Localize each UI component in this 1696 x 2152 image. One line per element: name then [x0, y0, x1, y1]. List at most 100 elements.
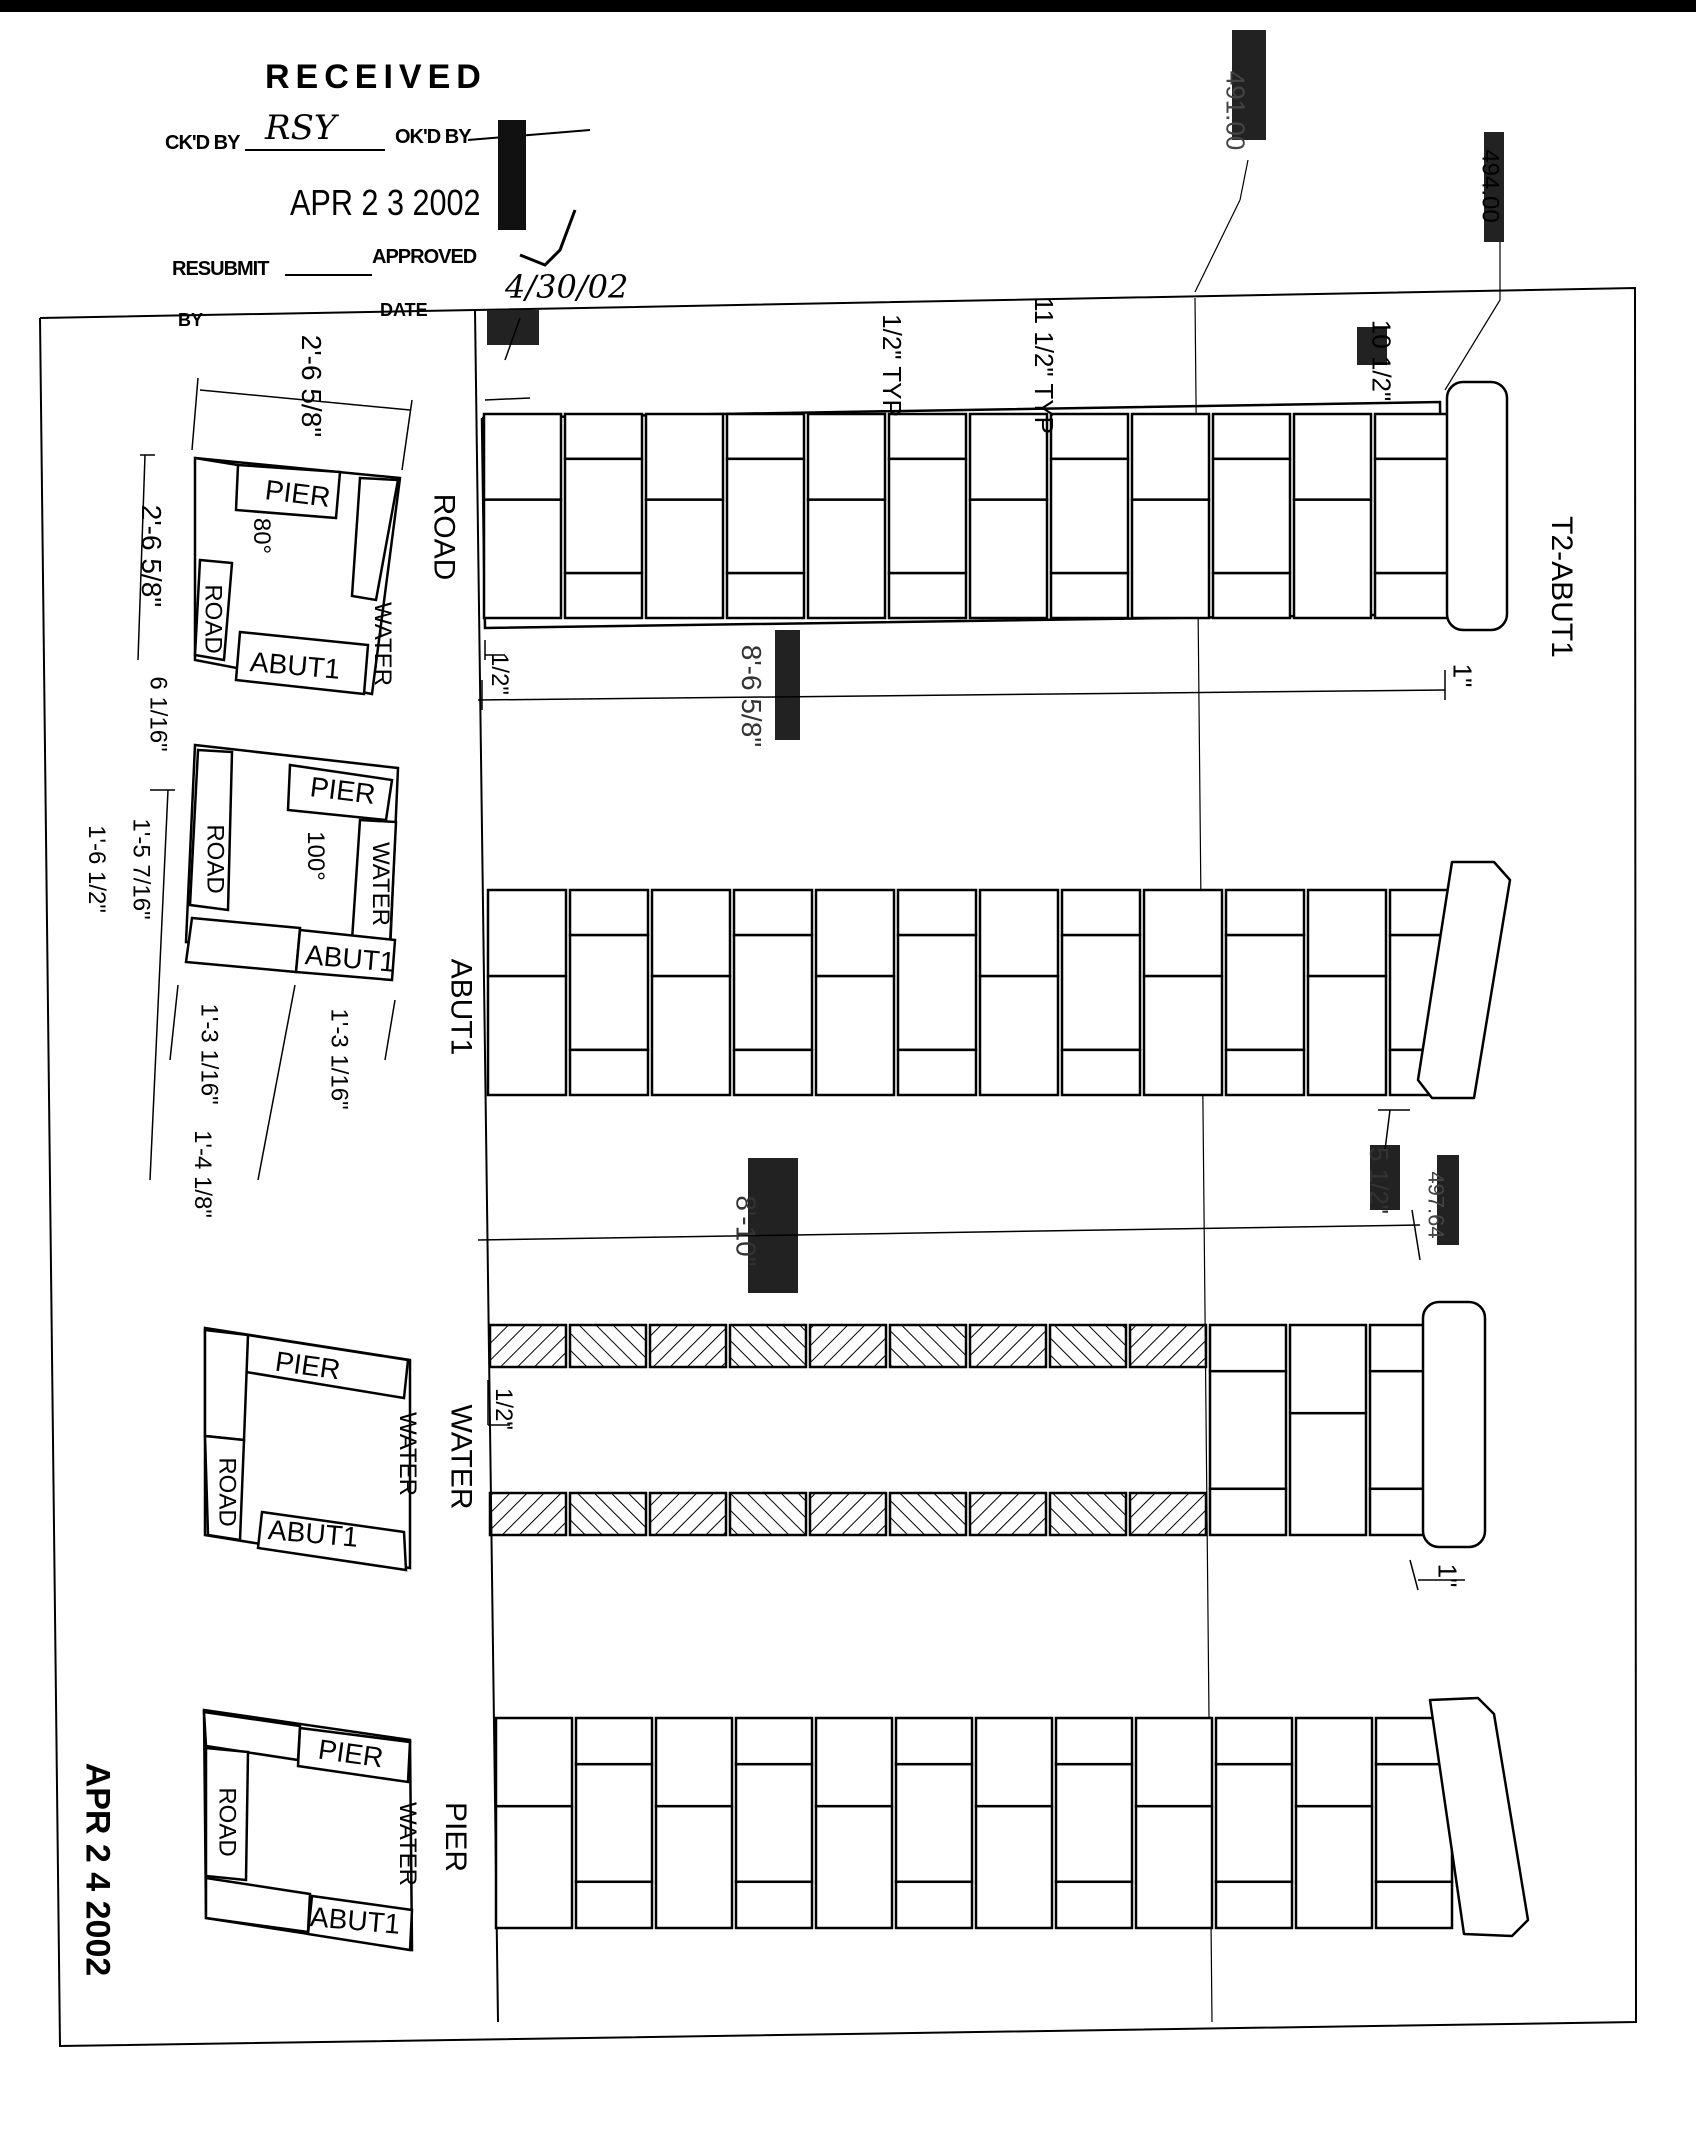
- brick: [1130, 412, 1211, 501]
- brick: [494, 1804, 574, 1930]
- brick: [1054, 1880, 1134, 1930]
- brick: [1054, 1762, 1134, 1884]
- dim-half-a: 1/2": [485, 653, 513, 695]
- dim-one-a: 1": [1447, 663, 1478, 688]
- brick: [725, 571, 806, 620]
- brick: [563, 571, 644, 620]
- brick: [648, 1491, 728, 1537]
- brick: [494, 1716, 574, 1808]
- brick: [888, 1323, 968, 1369]
- brick: [808, 1323, 888, 1369]
- brick: [650, 974, 732, 1097]
- brick: [1224, 1048, 1306, 1097]
- dim-ten-half: 10 1/2": [1366, 319, 1397, 402]
- brick: [968, 1323, 1048, 1369]
- brick: [568, 888, 650, 937]
- brick: [1128, 1323, 1208, 1369]
- brick: [486, 974, 568, 1097]
- key1-road: ROAD: [199, 584, 227, 654]
- okd-by-label: OK'D BY: [395, 126, 472, 148]
- brick: [887, 412, 968, 461]
- key-plan-3: [203, 1326, 412, 1572]
- brick: [896, 888, 978, 937]
- brick: [1208, 1487, 1288, 1537]
- key-plan-2: [149, 743, 400, 1181]
- brick: [1048, 1323, 1128, 1369]
- pier-panel-courses: [494, 1716, 1454, 1930]
- brick: [1060, 1048, 1142, 1097]
- brick: [1130, 498, 1211, 620]
- brick: [1294, 1716, 1374, 1808]
- key2-angle: 100°: [301, 831, 329, 881]
- brick: [1060, 888, 1142, 937]
- road-cap-stone: [1445, 380, 1509, 632]
- elevation-491: 491.00: [1220, 70, 1251, 151]
- ckd-by-label: CK'D BY: [165, 132, 240, 154]
- brick: [1306, 974, 1388, 1097]
- abut1-panel-courses: [486, 888, 1470, 1097]
- panel-label-pier: PIER: [439, 1801, 473, 1873]
- dimension-lines: [477, 317, 1465, 1591]
- brick: [1292, 498, 1373, 620]
- brick: [806, 498, 887, 620]
- panel-cap-road: T2-ABUT1: [1544, 516, 1578, 658]
- brick: [732, 1048, 814, 1097]
- key2-dim-1-5: 1'-5 7/16": [127, 818, 155, 920]
- brick: [654, 1716, 734, 1808]
- road-panel-courses: [482, 412, 1454, 620]
- brick: [896, 1048, 978, 1097]
- brick: [482, 498, 563, 620]
- brick: [894, 1880, 974, 1930]
- brick: [1374, 1880, 1454, 1930]
- brick: [978, 974, 1060, 1097]
- brick: [644, 412, 725, 501]
- key3-road: ROAD: [213, 1457, 241, 1527]
- brick: [974, 1716, 1054, 1808]
- dim-overall-1: 8'-6 5/8": [736, 644, 768, 748]
- top-border: [0, 0, 1696, 12]
- brick: [1288, 1323, 1368, 1415]
- brick: [887, 571, 968, 620]
- key2-water: WATER: [367, 842, 394, 926]
- brick: [732, 888, 814, 937]
- brick: [968, 498, 1049, 620]
- brick: [1060, 933, 1142, 1052]
- brick: [728, 1323, 808, 1369]
- brick: [734, 1716, 814, 1766]
- panel-label-abut1: ABUT1: [444, 958, 478, 1056]
- brick: [650, 888, 732, 978]
- key-plan-1: [137, 377, 413, 696]
- key4-water: WATER: [394, 1802, 421, 1886]
- approved-date-handwritten: 4/30/02: [505, 268, 629, 306]
- key2-dim-1-3-a: 1'-3 1/16": [195, 1003, 223, 1105]
- brick: [568, 1491, 648, 1537]
- key-plan-4: [202, 1708, 414, 1952]
- approved-label: APPROVED: [372, 246, 477, 268]
- ckd-by-signature: RSY: [265, 108, 337, 148]
- brick: [1306, 888, 1388, 978]
- brick: [1294, 1804, 1374, 1930]
- brick: [1142, 974, 1224, 1097]
- brick: [814, 1804, 894, 1930]
- brick: [968, 1491, 1048, 1537]
- brick: [563, 412, 644, 461]
- brick: [1211, 571, 1292, 620]
- brick: [896, 933, 978, 1052]
- dim-eleven-half-typ: 11 1/2" TYP: [1028, 297, 1059, 434]
- brick: [488, 1491, 568, 1537]
- brick: [486, 888, 568, 978]
- brick: [574, 1880, 654, 1930]
- key3-water: WATER: [394, 1412, 421, 1496]
- key1-dim-top: 2'-6 5/8": [296, 334, 328, 438]
- brick: [1134, 1804, 1214, 1930]
- date-label: DATE: [380, 300, 428, 320]
- brick: [1142, 888, 1224, 978]
- brick: [894, 1762, 974, 1884]
- brick: [1049, 571, 1130, 620]
- dim-one-b: 1": [1432, 1563, 1463, 1588]
- brick: [574, 1716, 654, 1766]
- stamp-lines: [245, 120, 591, 276]
- brick: [648, 1323, 728, 1369]
- brick: [887, 457, 968, 575]
- brick: [1208, 1323, 1288, 1373]
